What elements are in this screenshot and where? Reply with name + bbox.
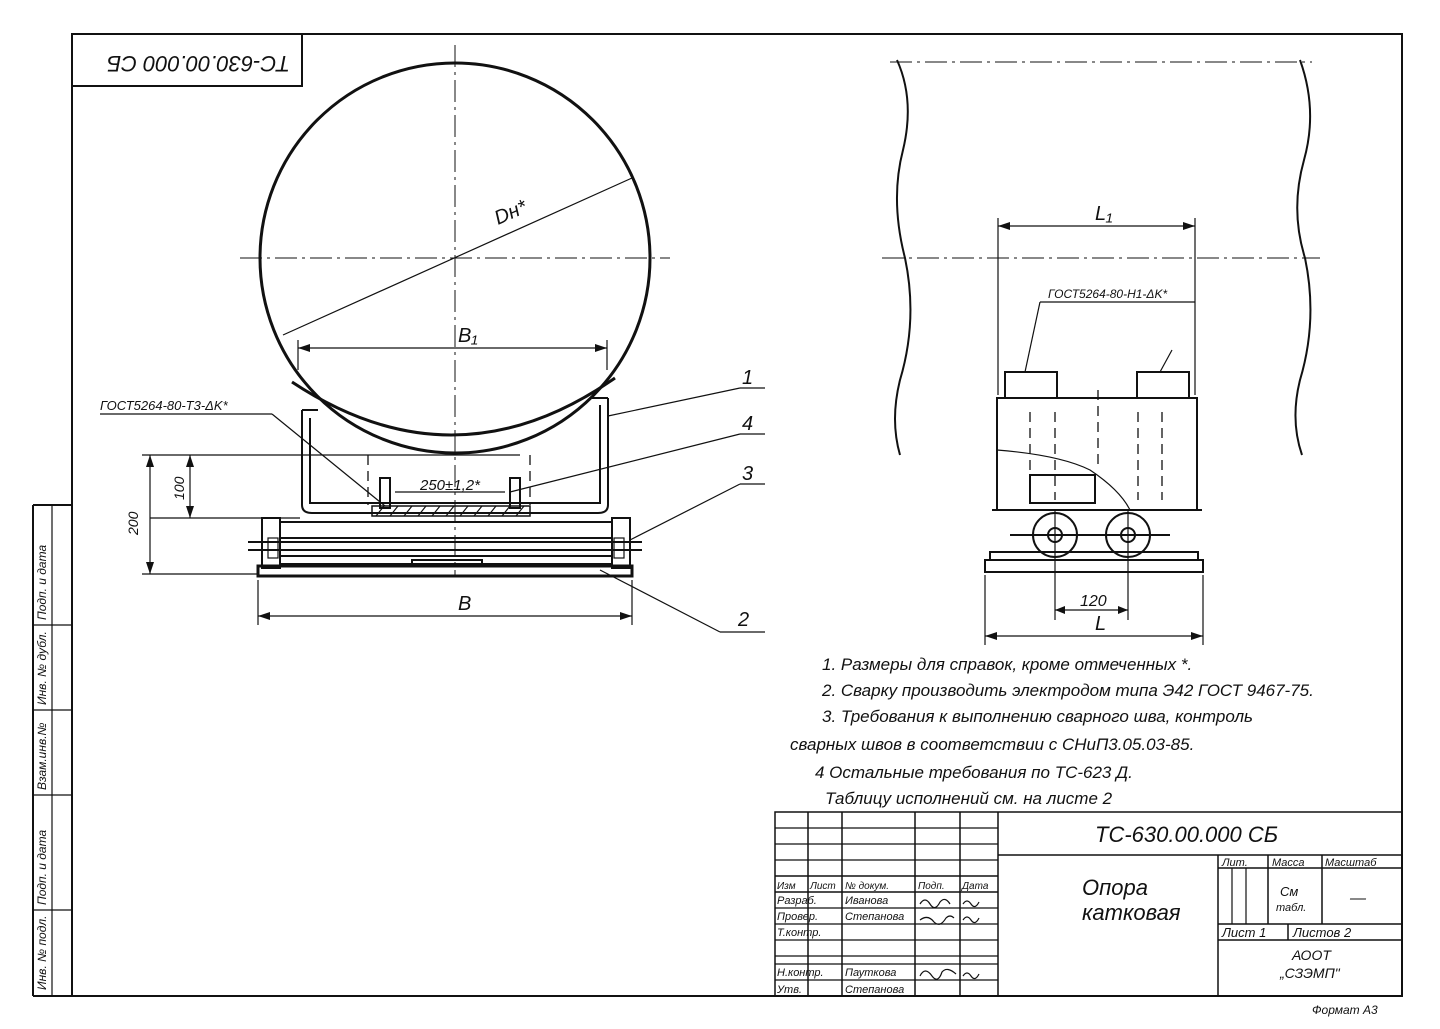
dim-100: 100 [171, 476, 187, 500]
title-name-1: Опора [1082, 875, 1148, 900]
side-strip-1: Инв. № подл. [35, 916, 49, 990]
title-block: Изм Лист № докум. Подп. Дата Разраб. Ива… [774, 811, 1403, 997]
role-tkontr: Т.контр. [777, 927, 821, 939]
right-view: L₁ ГОСТ5264-80-Н1-ΔK* 120 [882, 59, 1320, 645]
b-label: B [458, 593, 471, 615]
dim-120: 120 [1080, 593, 1107, 610]
name-nkontr: Пауткова [845, 967, 896, 979]
b1-label: B₁ [458, 325, 478, 347]
stamp-code: ТС-630.00.000 СБ [107, 51, 290, 76]
note-5: Таблицу исполнений см. на листе 2 [825, 789, 1113, 808]
role-nkontr: Н.контр. [777, 967, 824, 979]
hdr-date: Дата [961, 881, 989, 892]
name-razrab: Иванова [845, 895, 888, 907]
notes: 1. Размеры для справок, кроме отмеченных… [790, 655, 1314, 808]
side-strip-5: Подп. и дата [35, 545, 49, 620]
dn-label: Dн* [491, 195, 531, 229]
role-utv: Утв. [776, 984, 802, 996]
note-1: 1. Размеры для справок, кроме отмеченных… [822, 655, 1192, 674]
name-prover: Степанова [845, 911, 904, 923]
note-3a: 3. Требования к выполнению сварного шва,… [822, 707, 1253, 726]
side-strip-2: Подп. и дата [35, 830, 49, 905]
scale-value: — [1349, 890, 1367, 907]
org-line-1: АООТ [1291, 947, 1332, 963]
l-label: L [1095, 613, 1106, 635]
hdr-doc: № докум. [845, 881, 889, 892]
left-view: Dн* B₁ B [100, 45, 765, 633]
mass-label: Масса [1272, 857, 1305, 869]
base-plate [256, 564, 634, 578]
dim-250: 250±1,2* [419, 477, 481, 494]
mass-value-1: См [1280, 884, 1298, 899]
note-3b: сварных швов в соответствии с СНиП3.05.0… [790, 735, 1194, 754]
lit-label: Лит. [1221, 857, 1248, 869]
side-strip-3: Взам.инв.№ [35, 722, 49, 790]
format-label: Формат А3 [1312, 1003, 1378, 1017]
left-weld-label: ГОСТ5264-80-Т3-ΔK* [100, 398, 229, 413]
note-2: 2. Сварку производить электродом типа Э4… [821, 681, 1314, 700]
role-razrab: Разраб. [777, 895, 817, 907]
scale-label: Масштаб [1325, 857, 1377, 869]
l1-label: L₁ [1095, 203, 1112, 225]
note-4: 4 Остальные требования по ТС-623 Д. [815, 763, 1133, 782]
callout-2: 2 [737, 609, 749, 631]
side-strip-4: Инв. № дубл. [35, 631, 49, 705]
hdr-izm: Изм [777, 881, 796, 892]
title-doc-code: ТС-630.00.000 СБ [1095, 822, 1278, 847]
stamp-box [71, 33, 303, 87]
dim-200: 200 [125, 511, 141, 536]
right-base [984, 559, 1204, 573]
callout-1: 1 [742, 367, 753, 389]
mass-value-2: табл. [1276, 902, 1306, 914]
org-line-2: „СЗЭМП" [1279, 965, 1341, 981]
name-utv: Степанова [845, 984, 904, 996]
role-prover: Провер. [777, 911, 818, 923]
sheets-label: Листов 2 [1292, 925, 1352, 940]
callout-3: 3 [742, 463, 753, 485]
sheet-label: Лист 1 [1221, 925, 1266, 940]
right-weld-label: ГОСТ5264-80-Н1-ΔK* [1048, 287, 1167, 301]
callout-4: 4 [742, 413, 753, 435]
title-name-2: катковая [1082, 900, 1181, 925]
hdr-list: Лист [809, 881, 836, 892]
drawing-frame [71, 33, 1403, 997]
hdr-podp: Подп. [918, 881, 945, 892]
